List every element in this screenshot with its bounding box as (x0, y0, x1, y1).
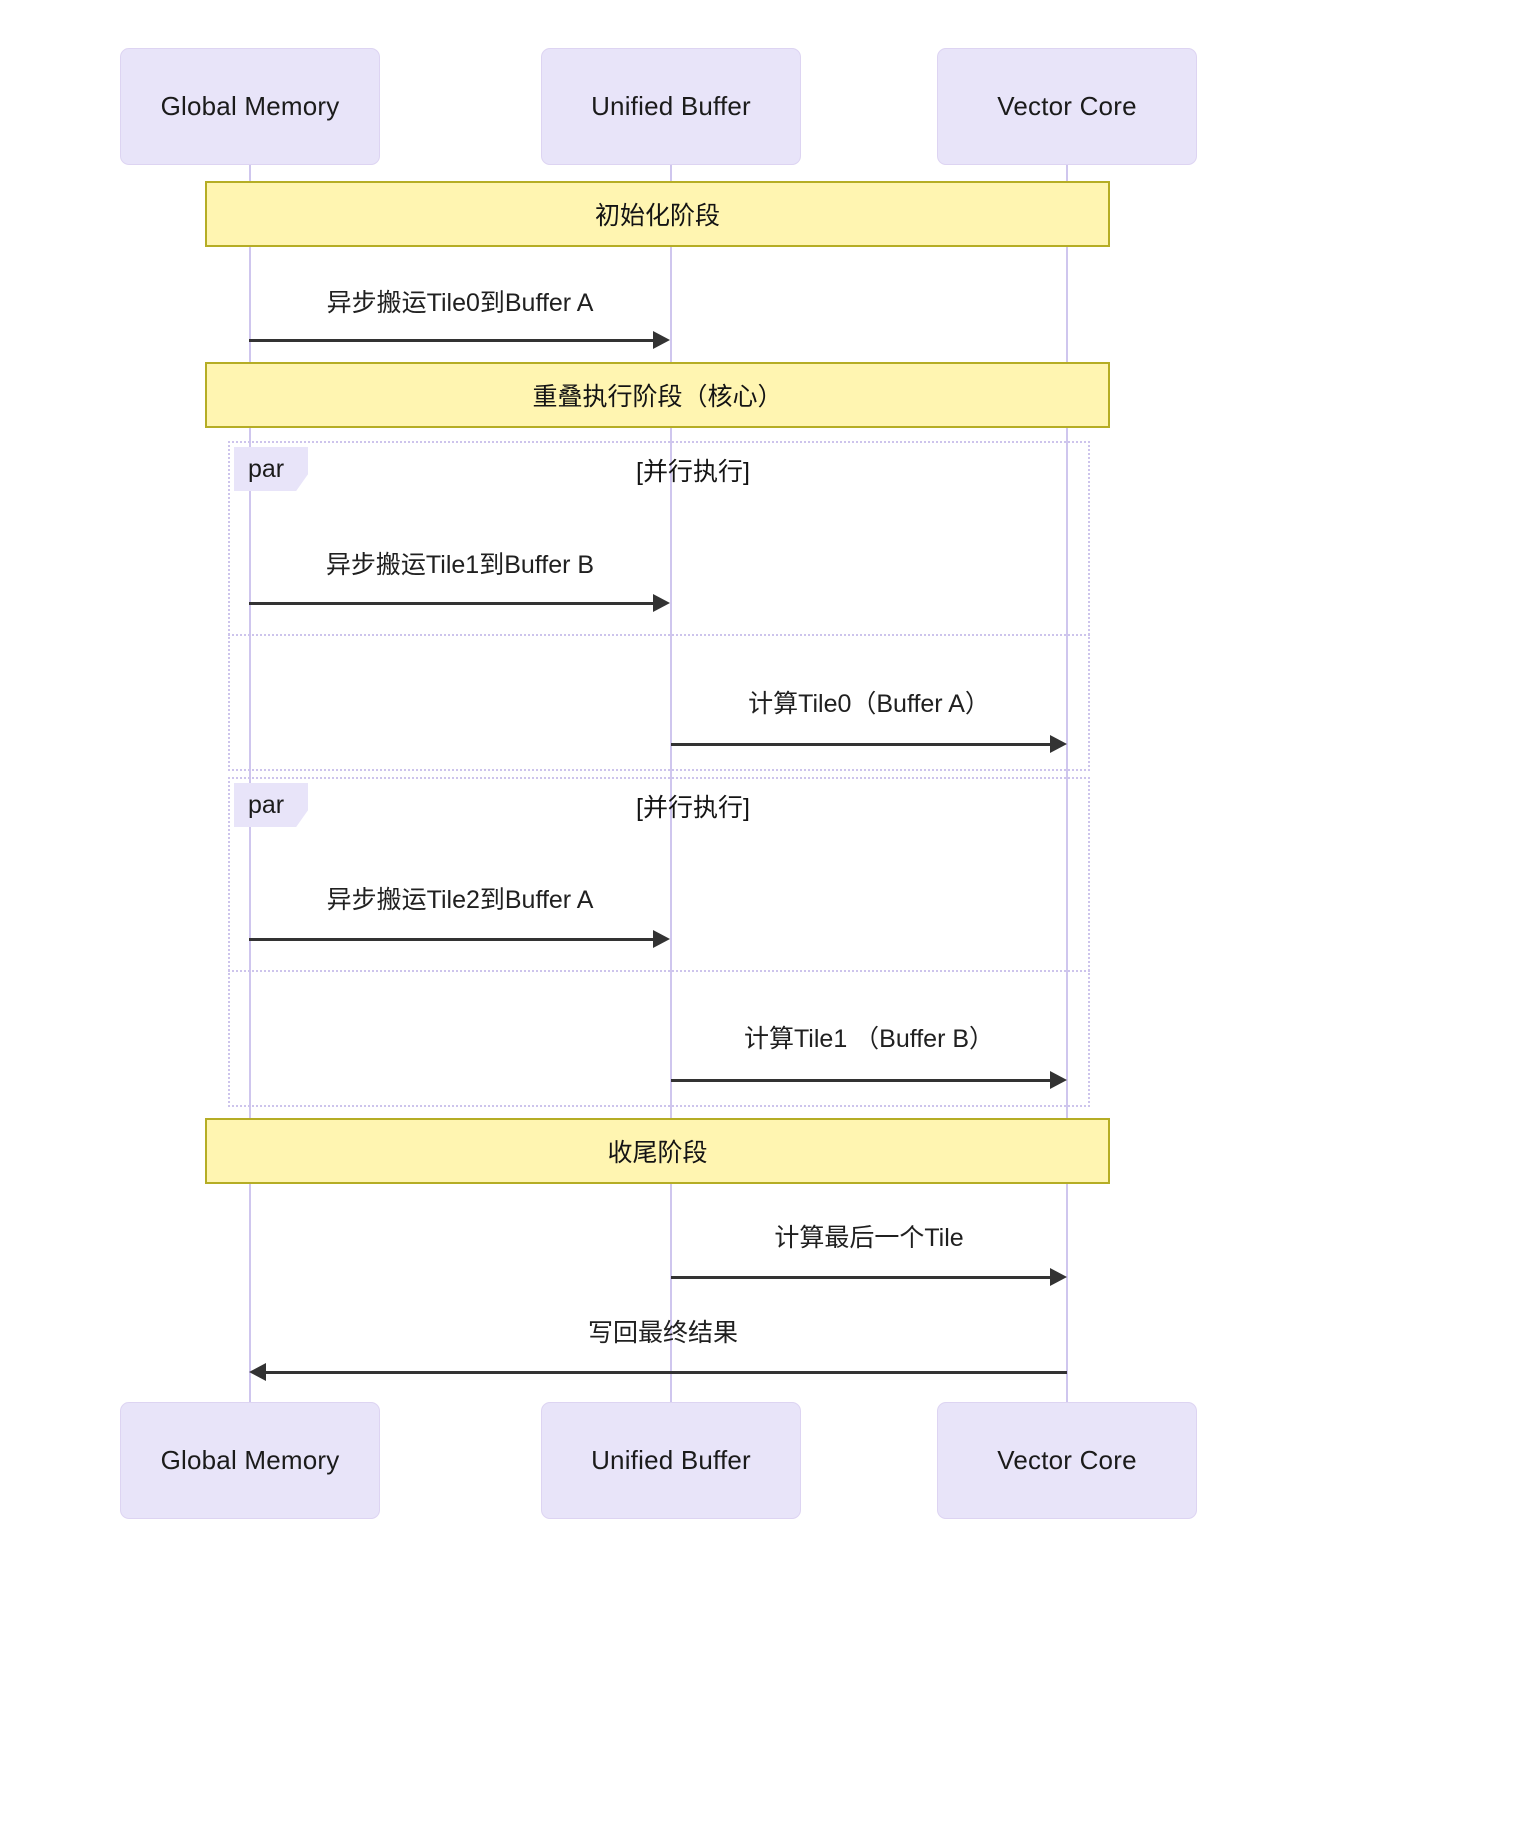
phase-label: 收尾阶段 (607, 1139, 708, 1167)
message-line-m4 (249, 938, 653, 941)
message-line-m1 (249, 339, 653, 342)
message-label-m7: 写回最终结果 (587, 1319, 739, 1347)
participant-box-unified-buffer-top[interactable]: Unified Buffer (541, 48, 801, 165)
par-fragment-1 (228, 441, 1090, 771)
participant-label: Global Memory (160, 1445, 340, 1475)
participant-label: Unified Buffer (591, 91, 751, 121)
message-arrowhead-m2 (653, 594, 670, 612)
message-line-m7 (265, 1371, 1067, 1374)
par-fragment-1-divider (228, 634, 1090, 636)
phase-banner-final: 收尾阶段 (205, 1118, 1110, 1184)
message-arrowhead-m1 (653, 331, 670, 349)
participant-box-global-memory-bottom[interactable]: Global Memory (120, 1402, 380, 1519)
par-fragment-2-divider (228, 970, 1090, 972)
participant-box-vector-core-top[interactable]: Vector Core (937, 48, 1197, 165)
phase-label: 重叠执行阶段（核心） (532, 383, 783, 411)
message-line-m2 (249, 602, 653, 605)
message-arrowhead-m5 (1050, 1071, 1067, 1089)
participant-label: Global Memory (160, 91, 340, 121)
message-label-m5: 计算Tile1 （Buffer B） (743, 1025, 995, 1053)
message-label-m4: 异步搬运Tile2到Buffer A (326, 886, 594, 914)
message-line-m5 (671, 1079, 1051, 1082)
participant-box-global-memory-top[interactable]: Global Memory (120, 48, 380, 165)
lifeline-unified-buffer (670, 165, 672, 1402)
phase-banner-overlap: 重叠执行阶段（核心） (205, 362, 1110, 428)
message-line-m3 (671, 743, 1051, 746)
lifeline-vector-core (1066, 165, 1068, 1402)
message-label-m1: 异步搬运Tile0到Buffer A (326, 289, 594, 317)
phase-banner-init: 初始化阶段 (205, 181, 1110, 247)
message-line-m6 (671, 1276, 1051, 1279)
par-tag-label: par (248, 790, 285, 819)
message-label-m2: 异步搬运Tile1到Buffer B (325, 551, 595, 579)
message-arrowhead-m7 (249, 1363, 266, 1381)
participant-label: Unified Buffer (591, 1445, 751, 1475)
participant-box-vector-core-bottom[interactable]: Vector Core (937, 1402, 1197, 1519)
par-fragment-2 (228, 777, 1090, 1107)
message-arrowhead-m4 (653, 930, 670, 948)
par-fragment-2-tag: par (234, 783, 308, 827)
participant-box-unified-buffer-bottom[interactable]: Unified Buffer (541, 1402, 801, 1519)
phase-label: 初始化阶段 (594, 202, 720, 230)
par-fragment-2-condition: [并行执行] (636, 794, 750, 822)
message-label-m3: 计算Tile0（Buffer A） (748, 690, 990, 718)
message-arrowhead-m6 (1050, 1268, 1067, 1286)
participant-label: Vector Core (997, 1445, 1137, 1475)
par-fragment-1-condition: [并行执行] (636, 458, 750, 486)
participant-label: Vector Core (997, 91, 1137, 121)
par-fragment-1-tag: par (234, 447, 308, 491)
message-arrowhead-m3 (1050, 735, 1067, 753)
message-label-m6: 计算最后一个Tile (774, 1224, 964, 1252)
par-tag-label: par (248, 454, 285, 483)
